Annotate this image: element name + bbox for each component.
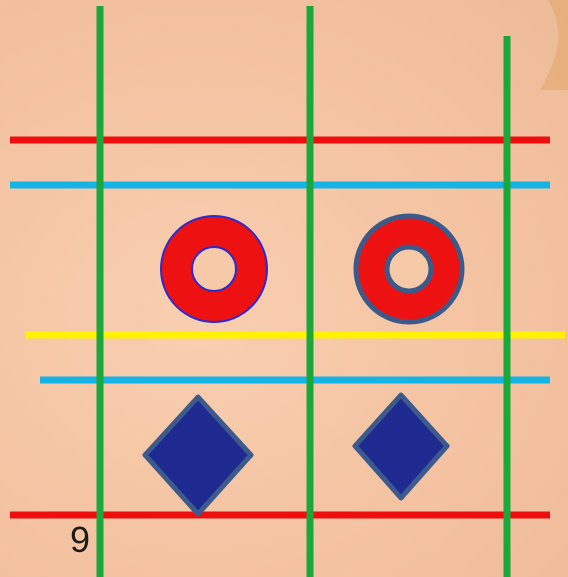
diamond-left xyxy=(145,397,251,514)
ring-left xyxy=(161,216,267,322)
page-number: 9 xyxy=(70,522,90,558)
ring-right xyxy=(356,216,462,322)
corner-decoration xyxy=(540,0,568,90)
diamond-right xyxy=(355,395,447,498)
